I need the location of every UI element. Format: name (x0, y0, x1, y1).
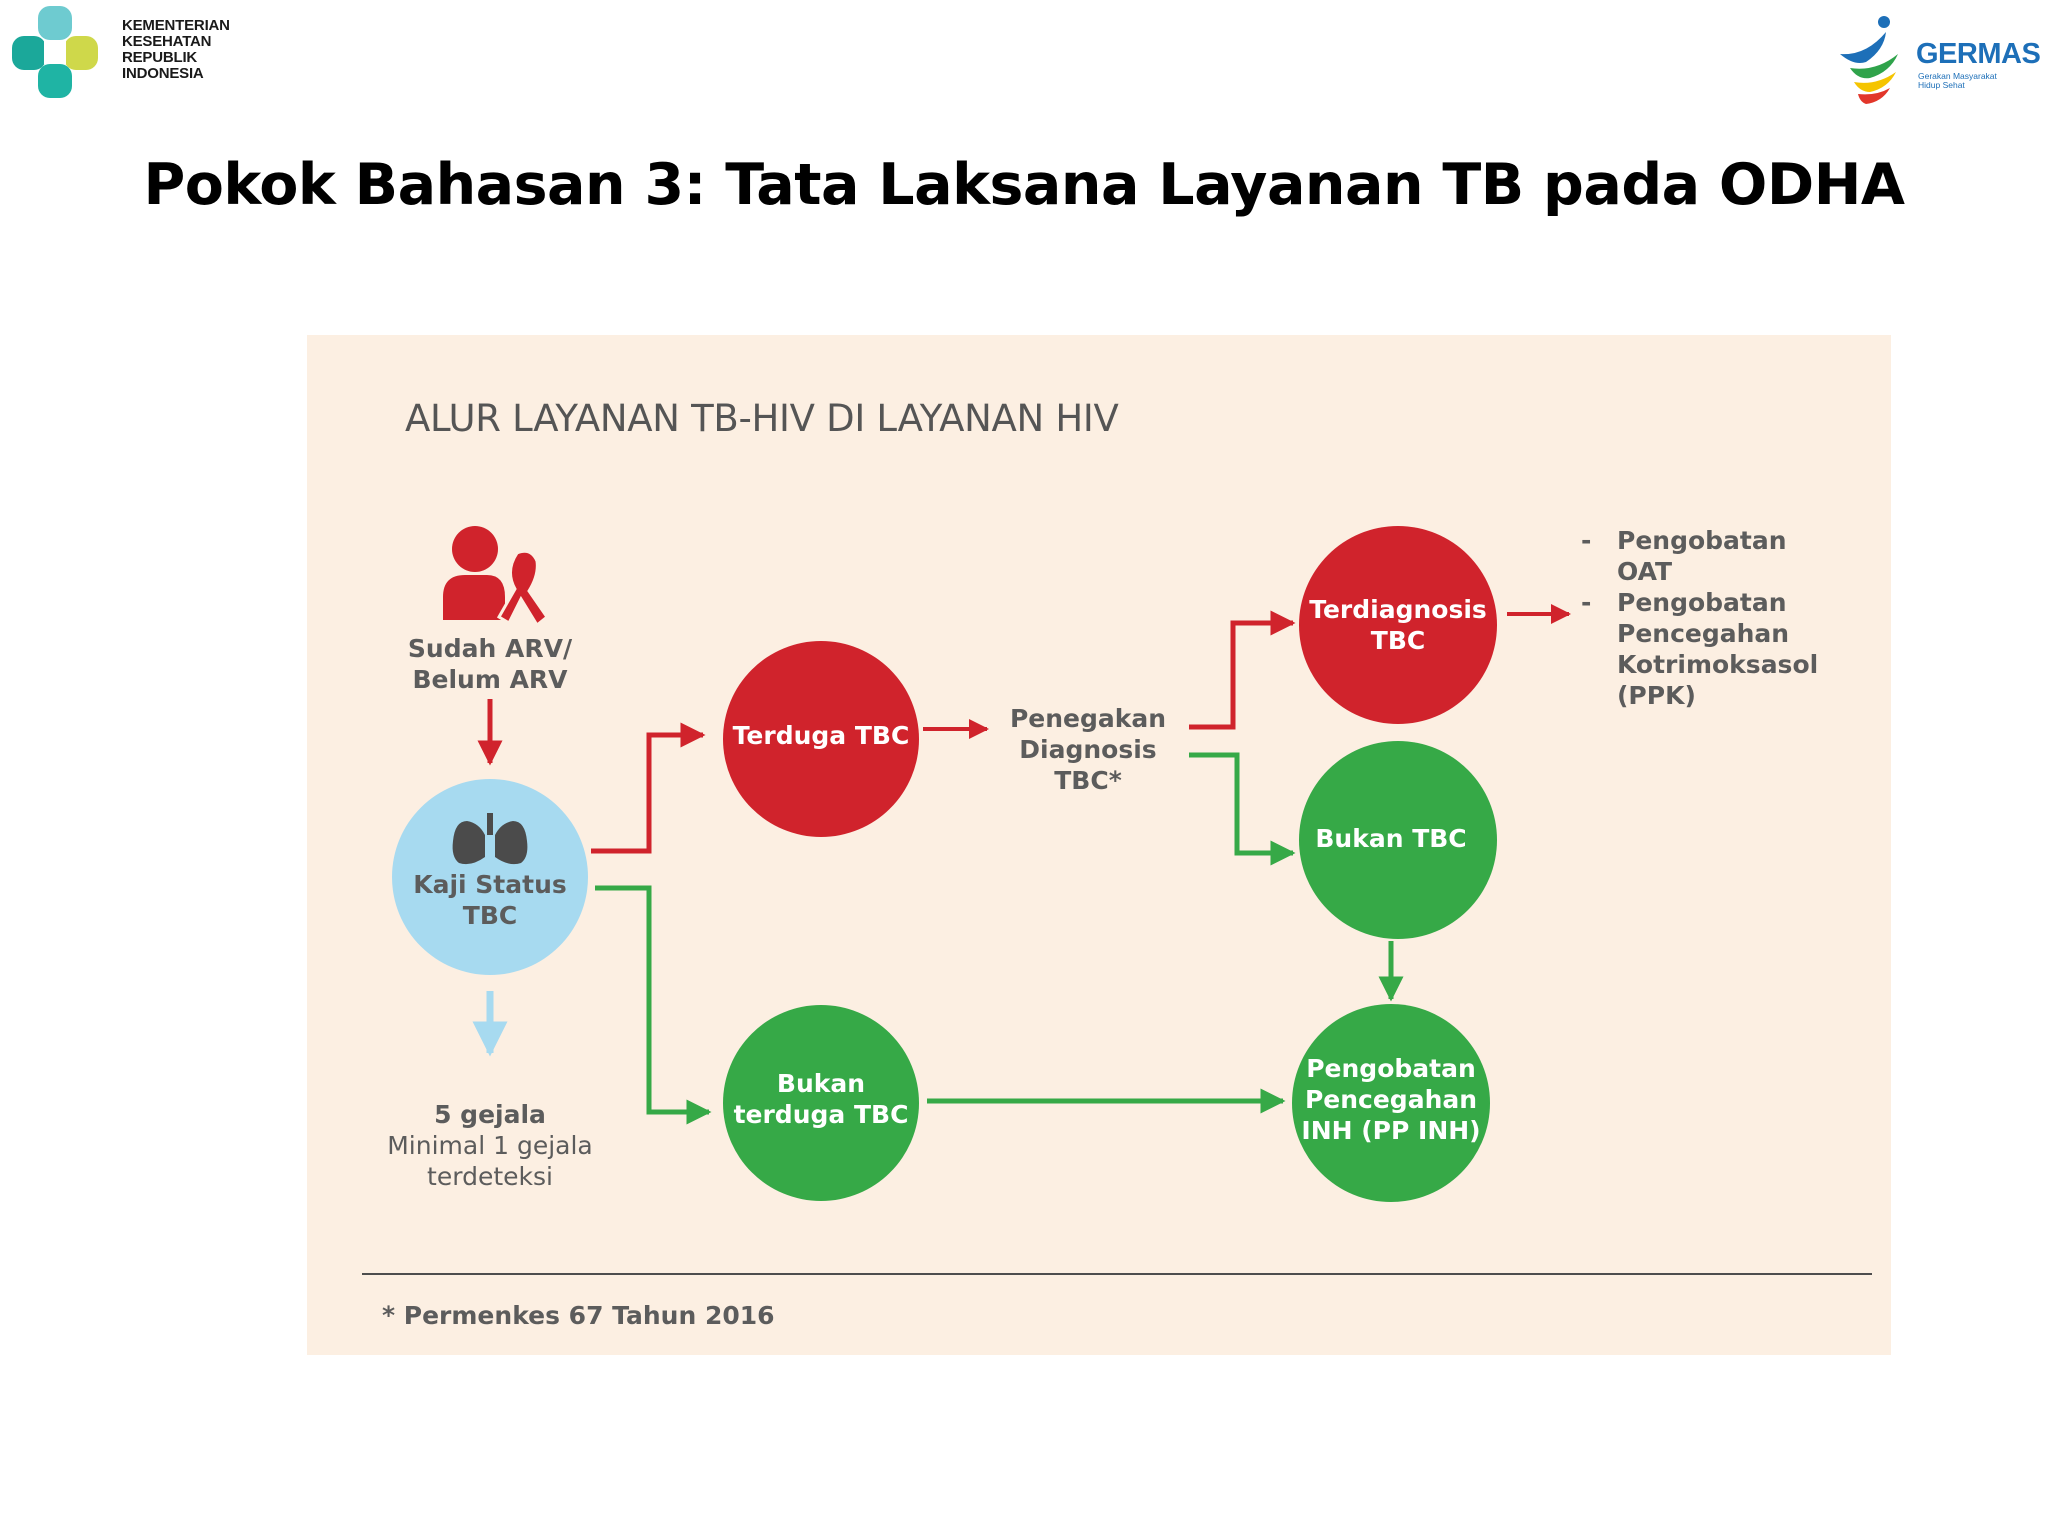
terdiagnosis-line-2: TBC (1370, 626, 1426, 655)
kemenkes-line-3: REPUBLIK (122, 49, 198, 66)
bukan-tbc-label: Bukan TBC (1291, 823, 1491, 854)
outcome-2-line-4: (PPK) (1617, 681, 1696, 710)
arv-status-line-2: Belum ARV (412, 665, 568, 694)
pp-inh-line-2: Pencegahan (1304, 1085, 1478, 1114)
kemenkes-logo: KEMENTERIAN KESEHATAN REPUBLIK INDONESIA (10, 4, 240, 100)
node-kaji-status (392, 779, 588, 975)
symptoms-note: 5 gejala Minimal 1 gejala terdeteksi (365, 1099, 615, 1192)
arrow-kaji-to-bukan-terduga (595, 885, 712, 1125)
node-terduga-tbc (723, 641, 919, 837)
terdiagnosis-label: Terdiagnosis TBC (1298, 594, 1498, 656)
node-bukan-terduga (723, 1005, 919, 1201)
node-pp-inh (1292, 1004, 1490, 1202)
footnote: * Permenkes 67 Tahun 2016 (382, 1301, 775, 1330)
germas-tagline: Gerakan Masyarakat Hidup Sehat (1918, 72, 1997, 90)
flow-graphics (392, 526, 1571, 1202)
arrow-penegakan-to-terdiagnosis (1189, 610, 1296, 730)
kaji-status-label: Kaji Status TBC (390, 869, 590, 931)
kemenkes-emblem-icon (12, 6, 98, 98)
penegakan-line-3: TBC* (1054, 766, 1122, 795)
pp-inh-line-1: Pengobatan (1306, 1054, 1476, 1083)
symptoms-note-bold: 5 gejala (434, 1100, 546, 1129)
arv-status-label: Sudah ARV/ Belum ARV (390, 633, 590, 695)
arrow-kaji-to-terduga (591, 722, 706, 854)
footnote-divider (362, 1273, 1872, 1275)
kemenkes-line-1: KEMENTERIAN (122, 17, 230, 34)
germas-wordmark: GERMAS (1916, 38, 2041, 70)
diagram-panel: ALUR LAYANAN TB-HIV DI LAYANAN HIV Sudah… (307, 335, 1891, 1355)
terdiagnosis-line-1: Terdiagnosis (1309, 595, 1487, 624)
person-ribbon-icon (443, 526, 550, 628)
diagram-heading: ALUR LAYANAN TB-HIV DI LAYANAN HIV (405, 397, 1119, 440)
outcome-2-line-3: Kotrimoksasol (1617, 650, 1819, 679)
symptoms-note-line-1: Minimal 1 gejala (387, 1131, 593, 1160)
outcome-2-line-2: Pencegahan (1617, 619, 1790, 648)
kemenkes-line-2: KESEHATAN (122, 33, 212, 50)
kaji-status-line-2: TBC (462, 901, 518, 930)
germas-tagline-line-2: Hidup Sehat (1918, 80, 1965, 90)
penegakan-line-1: Penegakan (1009, 704, 1167, 733)
pp-inh-line-3: INH (PP INH) (1301, 1116, 1481, 1145)
node-terdiagnosis (1299, 526, 1497, 724)
terduga-tbc-line-1: Terduga TBC (732, 721, 910, 750)
outcome-dash: - (1581, 526, 1592, 555)
outcome-item: - Pengobatan OAT (1581, 525, 1818, 587)
bukan-terduga-label: Bukan terduga TBC (721, 1068, 921, 1130)
kaji-status-line-1: Kaji Status (413, 870, 567, 899)
symptoms-note-line-2: terdeteksi (427, 1162, 553, 1191)
bukan-terduga-line-2: terduga TBC (733, 1100, 909, 1129)
penegakan-diagnosis-label: Penegakan Diagnosis TBC* (983, 703, 1193, 796)
bukan-terduga-line-1: Bukan (776, 1069, 866, 1098)
outcome-2-line-1: Pengobatan (1617, 588, 1787, 617)
germas-tagline-line-1: Gerakan Masyarakat (1918, 71, 1997, 81)
node-bukan-tbc (1299, 741, 1497, 939)
outcome-item: - Pengobatan Pencegahan Kotrimoksasol (P… (1581, 587, 1818, 711)
outcome-dash: - (1581, 588, 1592, 617)
outcome-list: - Pengobatan OAT - Pengobatan Pencegahan… (1581, 525, 1818, 711)
bukan-tbc-line-1: Bukan TBC (1315, 824, 1467, 853)
slide-title: Pokok Bahasan 3: Tata Laksana Layanan TB… (143, 152, 1905, 218)
pp-inh-label: Pengobatan Pencegahan INH (PP INH) (1281, 1053, 1501, 1146)
arrow-penegakan-to-bukan-tbc (1189, 752, 1296, 866)
kemenkes-line-4: INDONESIA (122, 65, 204, 82)
outcome-1-line-2: OAT (1617, 557, 1673, 586)
kemenkes-logo-text: KEMENTERIAN KESEHATAN REPUBLIK INDONESIA (122, 18, 230, 82)
arv-status-line-1: Sudah ARV/ (407, 634, 573, 663)
outcome-1-line-1: Pengobatan (1617, 526, 1787, 555)
penegakan-line-2: Diagnosis (1019, 735, 1157, 764)
terduga-tbc-label: Terduga TBC (721, 720, 921, 751)
germas-logo: GERMAS Gerakan Masyarakat Hidup Sehat (1836, 10, 2041, 110)
germas-figure-icon (1840, 16, 1898, 104)
lungs-icon (452, 813, 528, 865)
